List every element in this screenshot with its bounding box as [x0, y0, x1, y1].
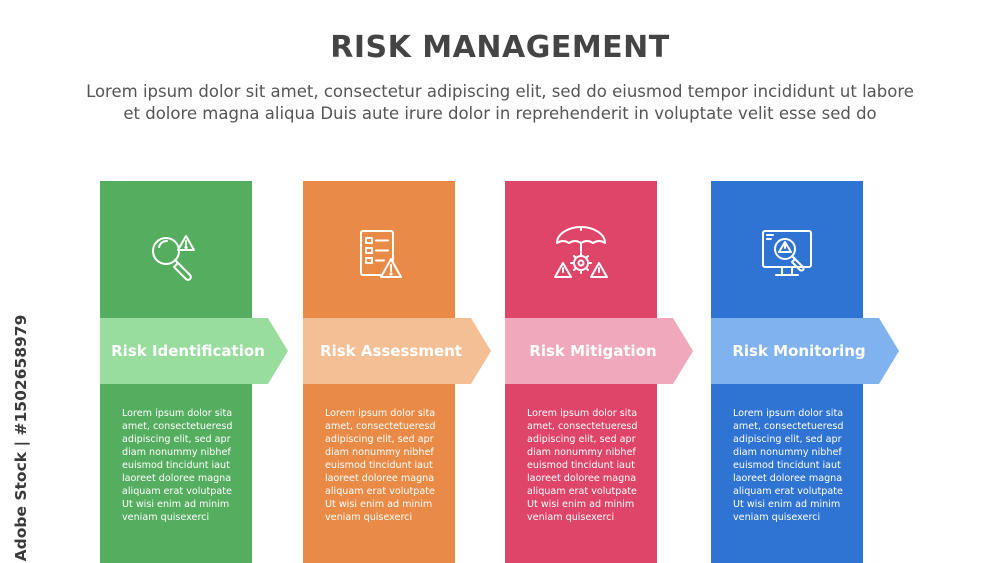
- step-description-line: adipiscing elit, sed apr: [733, 434, 842, 445]
- step-description-line: veniam quisexerci: [733, 512, 821, 523]
- step-description-line: Lorem ipsum dolor sita: [527, 408, 638, 419]
- step-description-line: aliquam erat volutpate: [122, 486, 232, 497]
- step-description: Lorem ipsum dolor sita amet, consectetuer…: [733, 407, 851, 524]
- step-description-line: adipiscing elit, sed apr: [325, 434, 434, 445]
- step-description-line: adipiscing elit, sed apr: [122, 434, 231, 445]
- step-arrow-risk-mitigation: Risk Mitigation: [505, 318, 693, 384]
- watermark-text: Adobe Stock | #1502658979: [12, 314, 30, 562]
- step-description-line: diam nonummy nibhef: [527, 447, 636, 458]
- step-arrow-risk-monitoring: Risk Monitoring: [711, 318, 899, 384]
- step-description-line: Ut wisi enim ad minim: [325, 499, 433, 510]
- step-label: Risk Identification: [111, 342, 265, 360]
- step-description-line: Ut wisi enim ad minim: [122, 499, 230, 510]
- step-description-line: diam nonummy nibhef: [325, 447, 434, 458]
- step-description-line: Lorem ipsum dolor sita: [325, 408, 436, 419]
- checklist-warning-icon: [344, 225, 414, 291]
- step-description-line: amet, consectetueresd: [325, 421, 436, 432]
- step-arrow-risk-assessment: Risk Assessment: [303, 318, 491, 384]
- step-description-line: veniam quisexerci: [527, 512, 615, 523]
- step-description-line: Ut wisi enim ad minim: [527, 499, 635, 510]
- step-description-line: Ut wisi enim ad minim: [733, 499, 841, 510]
- step-description-line: Lorem ipsum dolor sita: [733, 408, 844, 419]
- step-description-line: Lorem ipsum dolor sita: [122, 408, 233, 419]
- step-description-line: aliquam erat volutpate: [325, 486, 435, 497]
- step-description-line: veniam quisexerci: [122, 512, 210, 523]
- step-description-line: veniam quisexerci: [325, 512, 413, 523]
- subtitle-line-1: Lorem ipsum dolor sit amet, consectetur …: [86, 82, 914, 101]
- step-description-line: euismod tincidunt iaut: [122, 460, 230, 471]
- step-label: Risk Assessment: [320, 342, 462, 360]
- monitor-search-warning-icon: [752, 225, 822, 291]
- step-description-line: amet, consectetueresd: [733, 421, 844, 432]
- step-description-line: adipiscing elit, sed apr: [527, 434, 636, 445]
- step-description-line: euismod tincidunt iaut: [325, 460, 433, 471]
- step-description-line: amet, consectetueresd: [527, 421, 638, 432]
- arrow-shape: [711, 318, 899, 384]
- step-description-line: amet, consectetueresd: [122, 421, 233, 432]
- step-description-line: laoreet doloree magna: [733, 473, 843, 484]
- step-description-line: diam nonummy nibhef: [733, 447, 842, 458]
- step-arrow-risk-identification: Risk Identification: [100, 318, 288, 384]
- arrow-shape: [303, 318, 491, 384]
- arrow-shape: [505, 318, 693, 384]
- step-description-line: euismod tincidunt iaut: [733, 460, 841, 471]
- step-description-line: laoreet doloree magna: [122, 473, 232, 484]
- step-label: Risk Monitoring: [732, 342, 866, 360]
- step-description-line: aliquam erat volutpate: [527, 486, 637, 497]
- page-subtitle: Lorem ipsum dolor sit amet, consectetur …: [60, 81, 940, 125]
- subtitle-line-2: et dolore magna aliqua Duis aute irure d…: [123, 104, 877, 123]
- step-label: Risk Mitigation: [529, 342, 657, 360]
- step-description-line: laoreet doloree magna: [325, 473, 435, 484]
- step-description: Lorem ipsum dolor sita amet, consectetuer…: [527, 407, 645, 524]
- stock-watermark: Adobe Stock | #1502658979: [4, 315, 38, 562]
- step-description: Lorem ipsum dolor sita amet, consectetuer…: [122, 407, 240, 524]
- step-description-line: euismod tincidunt iaut: [527, 460, 635, 471]
- step-description-line: diam nonummy nibhef: [122, 447, 231, 458]
- step-description-line: laoreet doloree magna: [527, 473, 637, 484]
- page-title: RISK MANAGEMENT: [330, 30, 670, 65]
- step-description-line: aliquam erat volutpate: [733, 486, 843, 497]
- umbrella-gear-warning-icon: [546, 225, 616, 291]
- step-description: Lorem ipsum dolor sita amet, consectetuer…: [325, 407, 443, 524]
- magnifier-warning-icon: [141, 225, 211, 291]
- arrow-shape: [100, 318, 288, 384]
